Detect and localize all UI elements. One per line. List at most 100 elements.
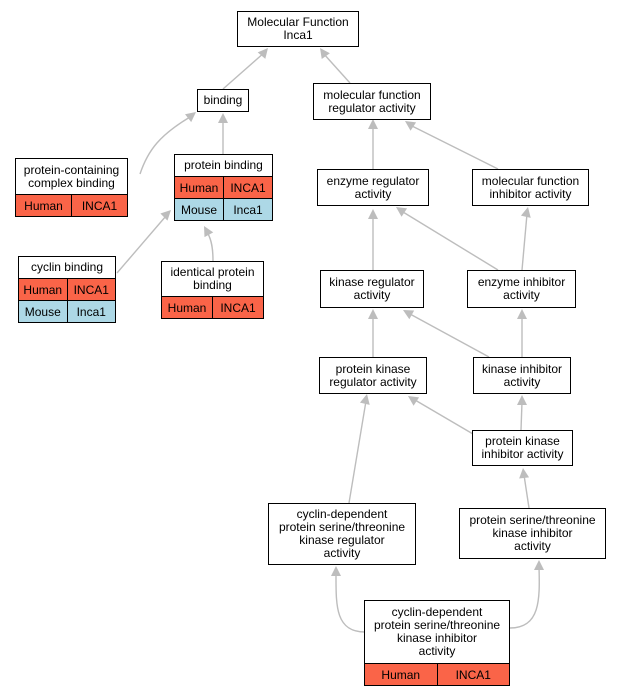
node-label: protein binding	[175, 155, 272, 176]
edge-line	[402, 211, 499, 271]
node-cyclin-dependent-pst-kinase-regulator-activity[interactable]: cyclin-dependent protein serine/threonin…	[268, 503, 416, 565]
label-line: kinase inhibitor	[396, 631, 478, 645]
node-molecular-function-regulator-activity[interactable]: molecular function regulator activity	[313, 83, 431, 120]
gene-cell: Inca1	[66, 301, 116, 322]
label-line: kinase regulator	[299, 533, 385, 547]
label-line: kinase inhibitor	[481, 361, 563, 376]
node-kinase-regulator-activity[interactable]: kinase regulator activity	[320, 270, 424, 308]
species-row-human: Human INCA1	[19, 278, 115, 300]
edge-arrowhead	[403, 310, 415, 320]
node-cyclin-binding[interactable]: cyclin binding Human INCA1 Mouse Inca1	[18, 256, 116, 323]
label-line: activity	[353, 288, 391, 302]
node-label: cyclin-dependent protein serine/threonin…	[365, 601, 509, 663]
species-row-human: Human INCA1	[16, 194, 127, 216]
node-pst-kinase-inhibitor-activity[interactable]: protein serine/threonine kinase inhibito…	[459, 508, 606, 559]
label-line: protein serine/threonine	[469, 513, 596, 527]
label-line: Inca1	[283, 28, 313, 42]
gene-cell: Inca1	[223, 199, 272, 220]
label-line: kinase regulator	[329, 275, 415, 289]
edge-arrowhead	[185, 112, 196, 123]
edge-line	[322, 52, 351, 84]
node-kinase-inhibitor-activity[interactable]: kinase inhibitor activity	[473, 357, 571, 394]
label-line: cyclin-dependent	[391, 605, 483, 619]
label-line: enzyme regulator	[326, 173, 420, 188]
node-cyclin-dependent-pst-kinase-inhibitor-activity[interactable]: cyclin-dependent protein serine/threonin…	[364, 600, 510, 686]
edge-arrowhead	[368, 119, 378, 129]
node-label: enzyme regulator activity	[318, 170, 428, 205]
gene-cell: INCA1	[436, 664, 510, 685]
edge-line	[222, 51, 266, 90]
label-line: activity	[418, 644, 456, 658]
label-line: regulator activity	[329, 374, 417, 389]
edge-line	[116, 215, 167, 274]
label-line: binding	[193, 278, 232, 292]
edge-line	[523, 474, 530, 509]
node-label: protein-containing complex binding	[16, 159, 127, 194]
edge-arrowhead	[320, 48, 330, 60]
edge-arrowhead	[204, 226, 214, 238]
edge-arrowhead	[519, 468, 530, 479]
node-label: Molecular Function Inca1	[238, 12, 358, 46]
edge-line	[348, 400, 367, 504]
label-line: kinase inhibitor	[492, 526, 573, 540]
label-line: activity	[503, 288, 540, 302]
edge-arrowhead	[520, 207, 531, 218]
node-label: cyclin-dependent protein serine/threonin…	[269, 504, 415, 564]
node-enzyme-inhibitor-activity[interactable]: enzyme inhibitor activity	[467, 270, 576, 308]
node-molecular-function-inhibitor-activity[interactable]: molecular function inhibitor activity	[472, 169, 589, 206]
edge-arrowhead	[218, 113, 228, 123]
label-line: activity	[503, 374, 541, 389]
node-protein-kinase-inhibitor-activity[interactable]: protein kinase inhibitor activity	[472, 430, 573, 466]
label-line: protein serine/threonine	[373, 618, 501, 632]
label-line: activity	[323, 546, 361, 560]
edge-arrowhead	[331, 566, 341, 576]
species-cell: Human	[24, 198, 63, 213]
node-label: identical protein binding	[162, 262, 263, 296]
species-row-human: Human INCA1	[162, 296, 263, 318]
edge-arrowhead	[517, 395, 527, 405]
species-row-mouse: Mouse Inca1	[175, 198, 272, 220]
node-identical-protein-binding[interactable]: identical protein binding Human INCA1	[161, 261, 264, 319]
species-cell: Mouse	[24, 304, 61, 319]
edge-arrowhead	[408, 396, 420, 406]
species-cell: Human	[179, 180, 219, 195]
edge-line	[520, 401, 523, 431]
edge-line	[335, 572, 366, 633]
species-row-mouse: Mouse Inca1	[19, 300, 115, 322]
edge-arrowhead	[368, 209, 378, 219]
gene-cell: INCA1	[212, 297, 263, 318]
edge-arrowhead	[160, 210, 171, 221]
edge-arrowhead	[517, 309, 527, 319]
node-label: cyclin binding	[19, 257, 115, 278]
label-line: protein kinase	[485, 434, 560, 448]
label-line: Molecular Function	[247, 15, 349, 29]
label-line: protein serine/threonine	[278, 520, 406, 534]
node-protein-kinase-regulator-activity[interactable]: protein kinase regulator activity	[319, 357, 427, 394]
node-label: protein kinase inhibitor activity	[473, 431, 572, 465]
node-binding[interactable]: binding	[197, 89, 249, 112]
species-cell: Human	[23, 282, 63, 297]
label-line: protein-containing	[23, 162, 120, 177]
gene-cell: INCA1	[223, 177, 272, 198]
node-label: binding	[198, 90, 248, 111]
node-label: protein kinase regulator activity	[320, 358, 426, 393]
label-line: protein kinase	[335, 361, 411, 376]
node-label: molecular function inhibitor activity	[473, 170, 588, 205]
label-line: cyclin binding	[30, 260, 104, 274]
edge-line	[139, 116, 191, 175]
node-enzyme-regulator-activity[interactable]: enzyme regulator activity	[317, 169, 429, 206]
label-line: enzyme inhibitor	[477, 275, 566, 289]
node-molecular-function[interactable]: Molecular Function Inca1	[237, 11, 359, 47]
node-protein-containing-complex-binding[interactable]: protein-containing complex binding Human…	[15, 158, 128, 217]
label-line: activity	[514, 539, 551, 553]
node-protein-binding[interactable]: protein binding Human INCA1 Mouse Inca1	[174, 154, 273, 221]
species-cell: Human	[167, 300, 207, 315]
label-line: regulator activity	[328, 100, 416, 115]
species-cell: Mouse	[180, 202, 218, 217]
node-label: molecular function regulator activity	[314, 84, 430, 119]
label-line: protein binding	[184, 158, 263, 172]
label-line: activity	[354, 186, 392, 201]
edge-arrowhead	[534, 560, 544, 570]
label-line: identical protein	[170, 265, 255, 279]
gene-cell: INCA1	[71, 195, 127, 216]
